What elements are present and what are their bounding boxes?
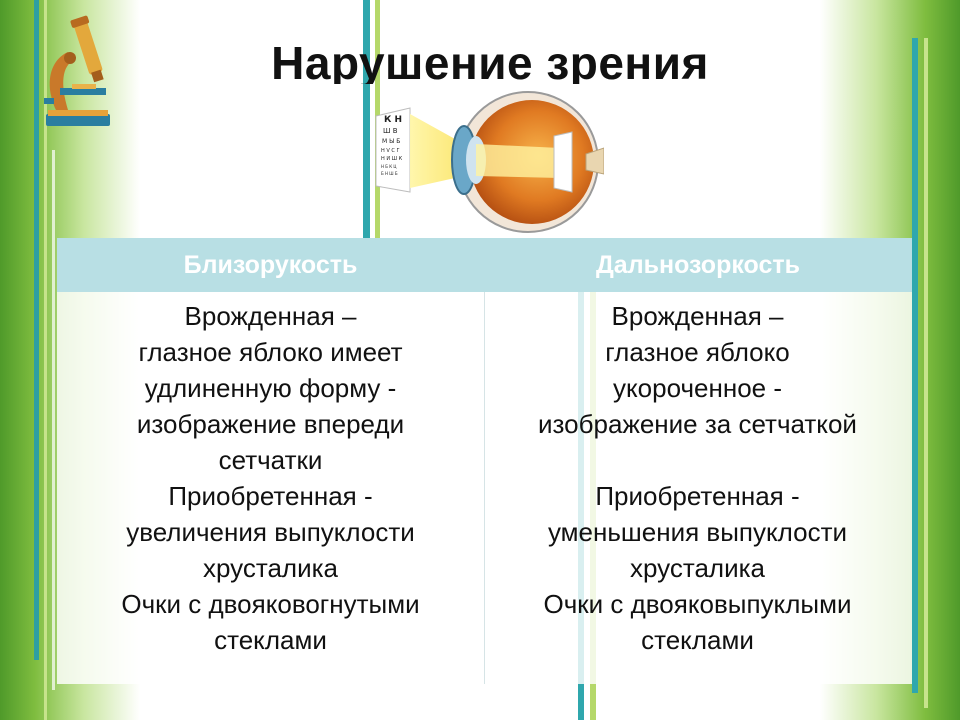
myopia-line: сетчатки	[218, 445, 323, 475]
myopia-line: увеличения выпуклости	[126, 517, 415, 547]
stripe-right-1	[912, 38, 918, 693]
stripe-right-2	[924, 38, 928, 708]
hyperopia-line: хрусталика	[629, 553, 766, 583]
hyperopia-line: стеклами	[641, 625, 754, 655]
myopia-line: изображение впереди	[136, 409, 405, 439]
comparison-table: Близорукость Дальнозоркость Врожденная –…	[57, 238, 912, 684]
stripe-left-3	[52, 150, 55, 690]
eye-chart-line-5: Н И Ш К	[381, 156, 403, 162]
eye-chart-line-1: К Н	[384, 115, 402, 125]
myopia-line: глазное яблоко имеет	[138, 337, 403, 367]
eye-chart-card: К Н Ш В М Ы Б Н V С Г Н И Ш К Н Б К Ц Б …	[375, 107, 411, 193]
stripe-left-2	[44, 0, 47, 720]
myopia-line: Очки с двояковогнутыми	[121, 589, 420, 619]
hyperopia-line-spacer	[484, 442, 911, 478]
eye-diagram: К Н Ш В М Ы Б Н V С Г Н И Ш К Н Б К Ц Б …	[375, 91, 604, 233]
myopia-line: Врожденная –	[184, 301, 357, 331]
hyperopia-line: уменьшения выпуклости	[547, 517, 848, 547]
header-myopia: Близорукость	[183, 251, 358, 279]
eye-chart-line-4: Н V С Г	[381, 148, 400, 154]
eye-chart-line-7: Б Н Ш Б	[381, 171, 398, 176]
hyperopia-line: Приобретенная -	[595, 481, 800, 511]
column-divider	[484, 292, 485, 684]
myopia-description: Врожденная – глазное яблоко имеет удлине…	[57, 298, 484, 678]
light-beam	[410, 114, 464, 188]
header-hyperopia: Дальнозоркость	[596, 251, 800, 279]
myopia-line: хрусталика	[202, 553, 339, 583]
myopia-line: Приобретенная -	[168, 481, 373, 511]
optic-nerve	[585, 147, 604, 175]
hyperopia-line: глазное яблоко	[605, 337, 790, 367]
inner-beam	[476, 144, 560, 178]
eye-chart-line-2: Ш В	[383, 127, 398, 135]
hyperopia-line: изображение за сетчаткой	[538, 409, 857, 439]
microscope-icon	[44, 15, 110, 126]
myopia-line: стеклами	[214, 625, 327, 655]
slide-title: Нарушение зрения	[271, 37, 709, 84]
eye-chart-line-3: М Ы Б	[382, 138, 400, 145]
stripe-left-1	[34, 0, 39, 660]
hyperopia-description: Врожденная – глазное яблоко укороченное …	[484, 298, 911, 678]
retina-image	[553, 131, 573, 193]
myopia-line: удлиненную форму -	[144, 373, 397, 403]
hyperopia-line: Очки с двояковыпуклыми	[543, 589, 852, 619]
stripe-center-1	[363, 0, 370, 240]
hyperopia-line: Врожденная –	[611, 301, 784, 331]
table-header: Близорукость Дальнозоркость	[57, 238, 912, 292]
eye-chart-line-6: Н Б К Ц	[381, 164, 397, 169]
hyperopia-line: укороченное -	[613, 373, 782, 403]
